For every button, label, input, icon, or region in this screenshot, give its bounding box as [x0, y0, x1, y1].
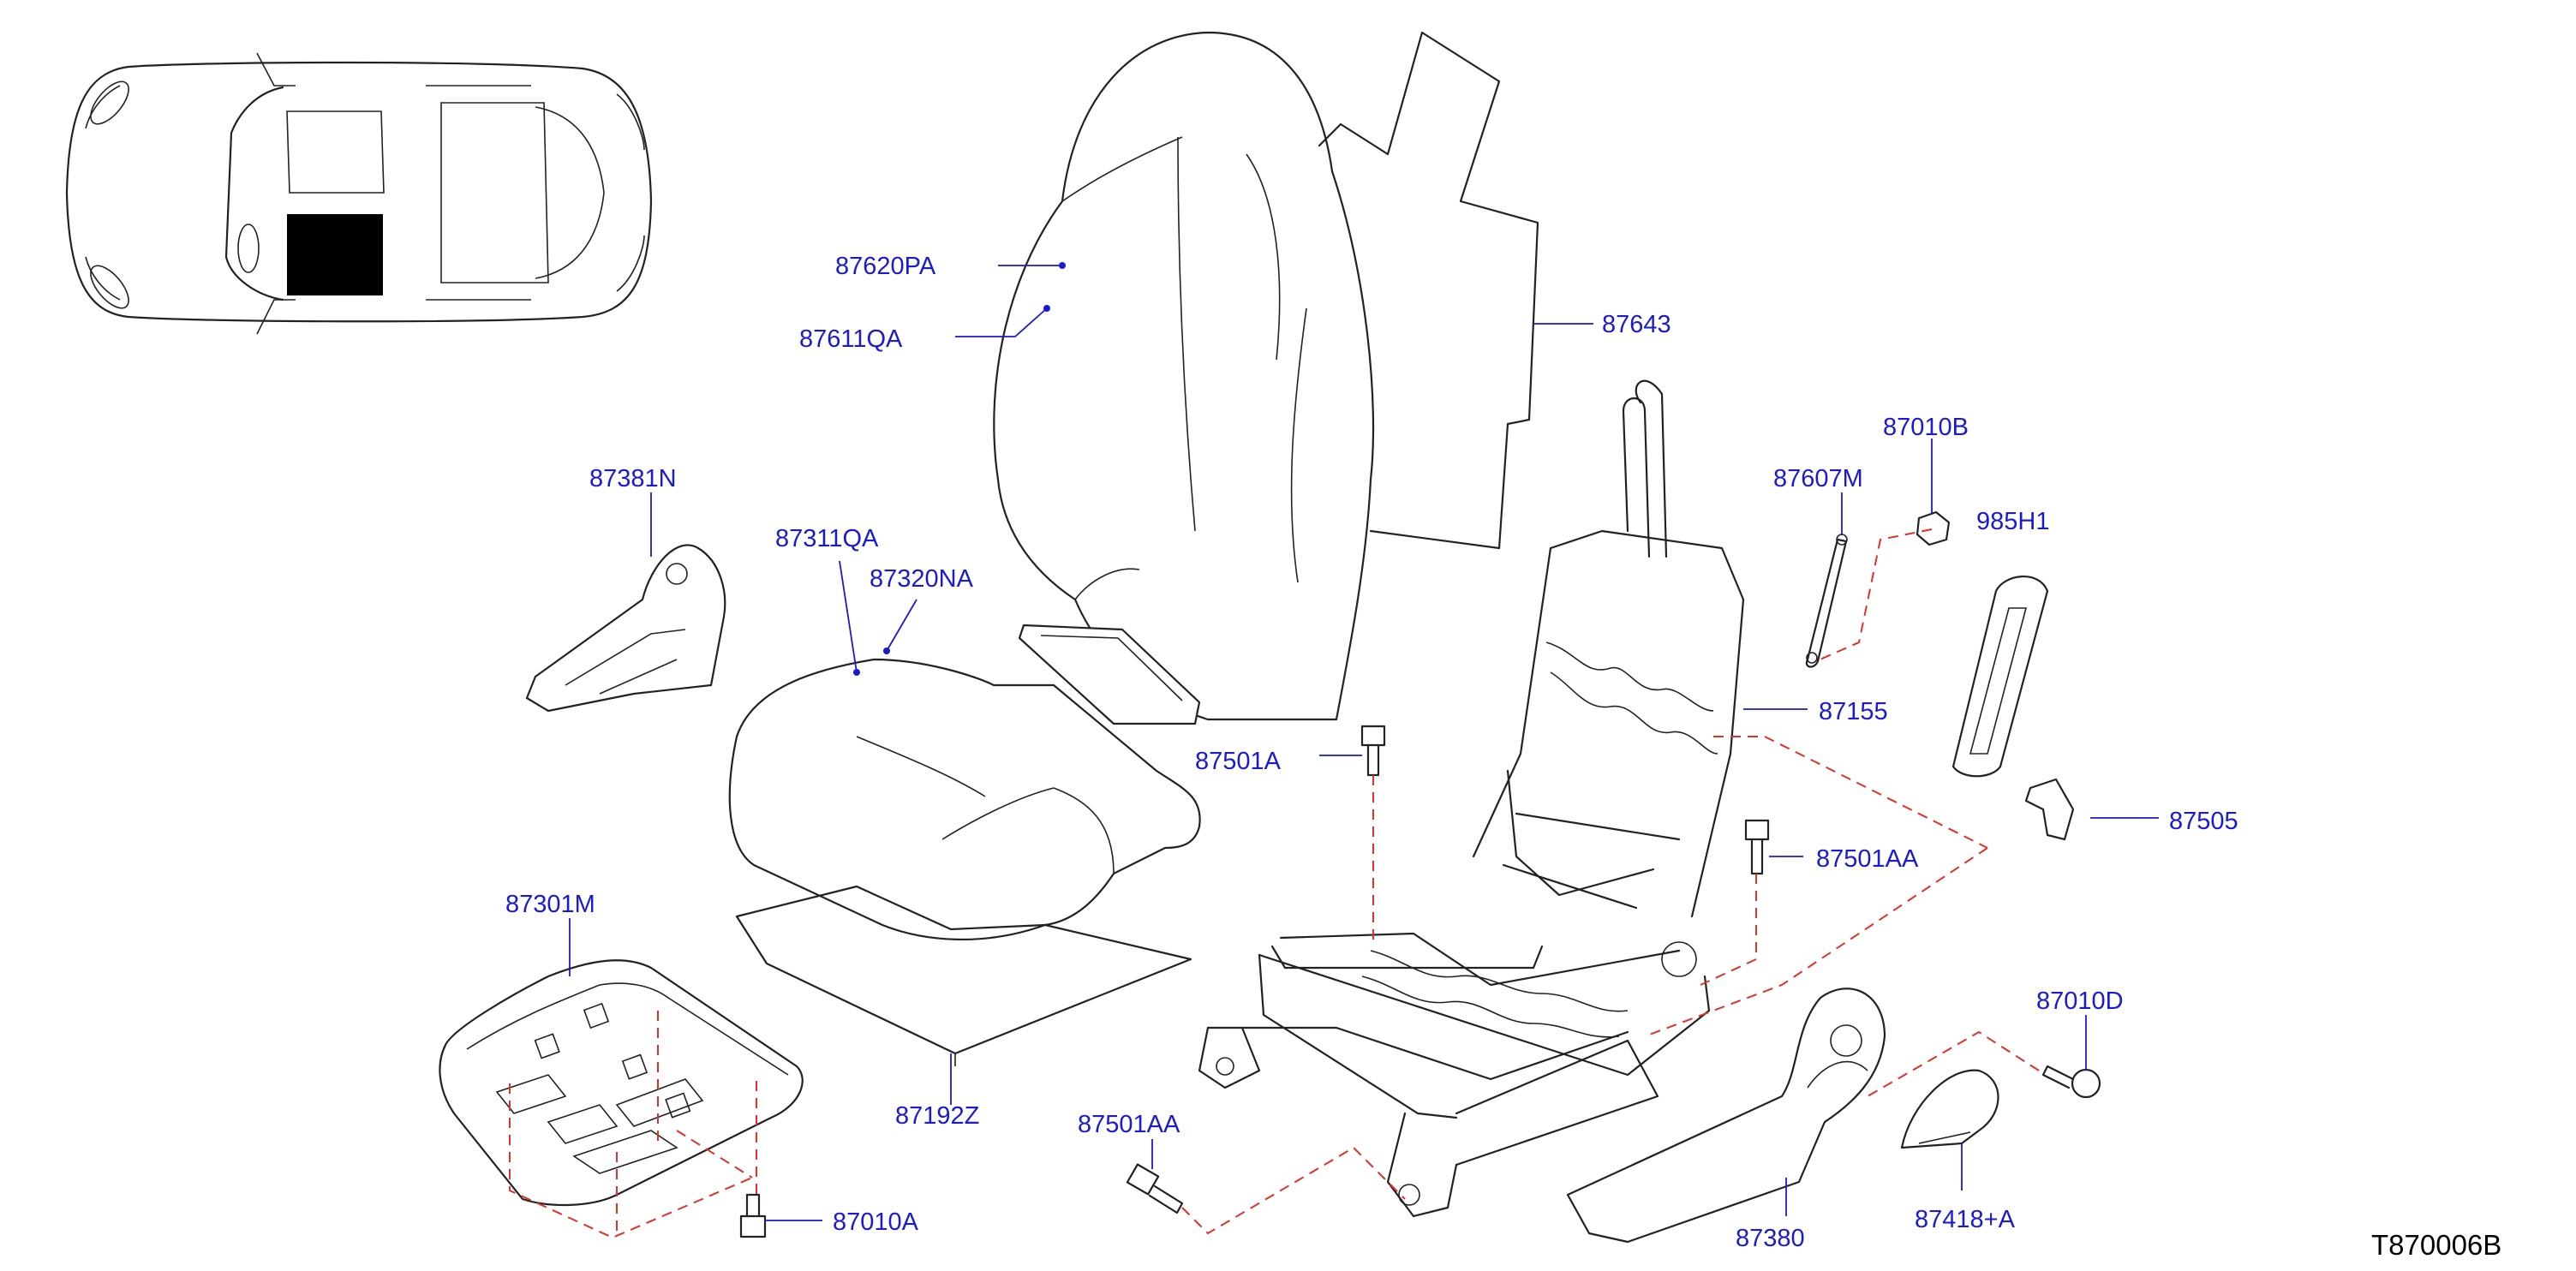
label-87381N: 87381N	[589, 465, 677, 492]
label-87192Z: 87192Z	[895, 1102, 979, 1130]
knob-87418A	[1900, 1069, 1999, 1149]
bolt-87010A	[739, 1193, 767, 1238]
clip-87505	[2024, 778, 2075, 841]
label-87501AA-top: 87501AA	[1816, 845, 1919, 873]
bolt-87010D	[2041, 1065, 2101, 1099]
bolt-87501AA-bottom	[1126, 1163, 1184, 1214]
seat-back-cushion	[993, 31, 1375, 725]
label-87418A: 87418+A	[1915, 1206, 2016, 1233]
label-87607M: 87607M	[1773, 465, 1863, 492]
bolt-87501A	[1360, 725, 1386, 777]
link-87607M	[1805, 534, 1848, 668]
seat-frame	[1198, 379, 1745, 1218]
seat-position-marker	[287, 214, 383, 295]
nut-87010B	[1916, 510, 1951, 546]
label-87320NA: 87320NA	[870, 565, 974, 593]
label-87611QA: 87611QA	[799, 325, 903, 353]
label-87311QA: 87311QA	[775, 525, 879, 552]
cushion-pan	[439, 959, 804, 1207]
fastener-dashed-lines	[509, 528, 2040, 1239]
label-87501AA-bottom: 87501AA	[1078, 1111, 1180, 1138]
label-87301M: 87301M	[505, 891, 595, 918]
label-87155: 87155	[1819, 698, 1888, 725]
label-87380: 87380	[1736, 1225, 1805, 1252]
bolt-87501AA-top	[1744, 819, 1770, 875]
label-87010A: 87010A	[833, 1208, 919, 1236]
cover-985H1	[1951, 576, 2049, 778]
label-985H1: 985H1	[1976, 508, 2049, 535]
label-87010D: 87010D	[2036, 988, 2124, 1015]
label-87501A: 87501A	[1195, 748, 1282, 775]
car-locator-icon	[65, 52, 653, 335]
label-87010B: 87010B	[1883, 414, 1969, 441]
side-cover-87381N	[525, 544, 726, 713]
label-87643: 87643	[1602, 311, 1671, 338]
diagram-code: T870006B	[2371, 1229, 2501, 1261]
label-87505: 87505	[2169, 808, 2238, 835]
seat-cushion	[728, 658, 1201, 1066]
side-cover-87380	[1566, 988, 1886, 1244]
back-board	[1318, 31, 1539, 550]
leader-lines	[569, 262, 2159, 1221]
label-87620PA: 87620PA	[835, 253, 936, 280]
